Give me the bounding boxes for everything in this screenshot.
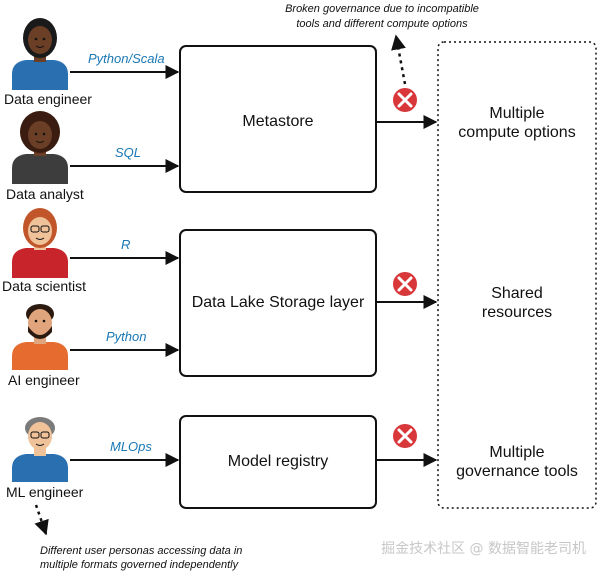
- ai-engineer-avatar-icon: [12, 304, 68, 370]
- metastore-label: Metastore: [242, 113, 313, 130]
- shared-line-2: resources: [482, 304, 552, 321]
- persona-label: Data scientist: [2, 278, 86, 294]
- persona-data-scientist: Data scientist R: [2, 208, 180, 294]
- flow-label: MLOps: [110, 439, 152, 454]
- error-x-icon: [391, 270, 419, 298]
- persona-label: Data analyst: [6, 186, 84, 202]
- persona-label: AI engineer: [8, 372, 80, 388]
- registry-label: Model registry: [228, 453, 328, 470]
- error-x-icon: [391, 86, 419, 114]
- watermark: 掘金技术社区 @ 数据智能老司机: [381, 541, 586, 557]
- persona-data-engineer: Data engineer Python/Scala: [4, 18, 180, 107]
- bottom-note-line-2: multiple formats governed independently: [40, 559, 240, 571]
- error-x-icon: [391, 422, 419, 450]
- registry-box: [179, 415, 377, 509]
- bottom-note-line-1: Different user personas accessing data i…: [40, 545, 242, 557]
- metastore-box: [179, 45, 377, 193]
- top-note-line-1: Broken governance due to incompatible: [285, 3, 479, 15]
- ml-engineer-avatar-icon: [12, 417, 68, 482]
- persona-ai-engineer: AI engineer Python: [8, 304, 180, 388]
- persona-ml-engineer: ML engineer MLOps: [6, 417, 180, 500]
- storage-label: Data Lake Storage layer: [192, 294, 365, 311]
- persona-label: ML engineer: [6, 484, 84, 500]
- data-engineer-avatar-icon: [12, 18, 68, 90]
- governance-line-2: governance tools: [456, 463, 578, 480]
- shared-line-1: Shared: [491, 285, 543, 302]
- bottom-note-arrow: [34, 504, 49, 536]
- flow-label: SQL: [115, 145, 141, 160]
- persona-label: Data engineer: [4, 91, 92, 107]
- top-note-line-2: tools and different compute options: [296, 18, 468, 30]
- compute-line-1: Multiple: [489, 105, 544, 122]
- flow-label: R: [121, 237, 130, 252]
- compute-line-2: compute options: [458, 124, 575, 141]
- resources-panel: [437, 41, 597, 509]
- persona-data-analyst: Data analyst SQL: [6, 111, 180, 202]
- data-scientist-avatar-icon: [12, 208, 68, 278]
- governance-line-1: Multiple: [489, 444, 544, 461]
- flow-label: Python/Scala: [88, 51, 165, 66]
- top-note-arrow: [391, 34, 407, 85]
- data-analyst-avatar-icon: [12, 111, 68, 184]
- flow-label: Python: [106, 329, 146, 344]
